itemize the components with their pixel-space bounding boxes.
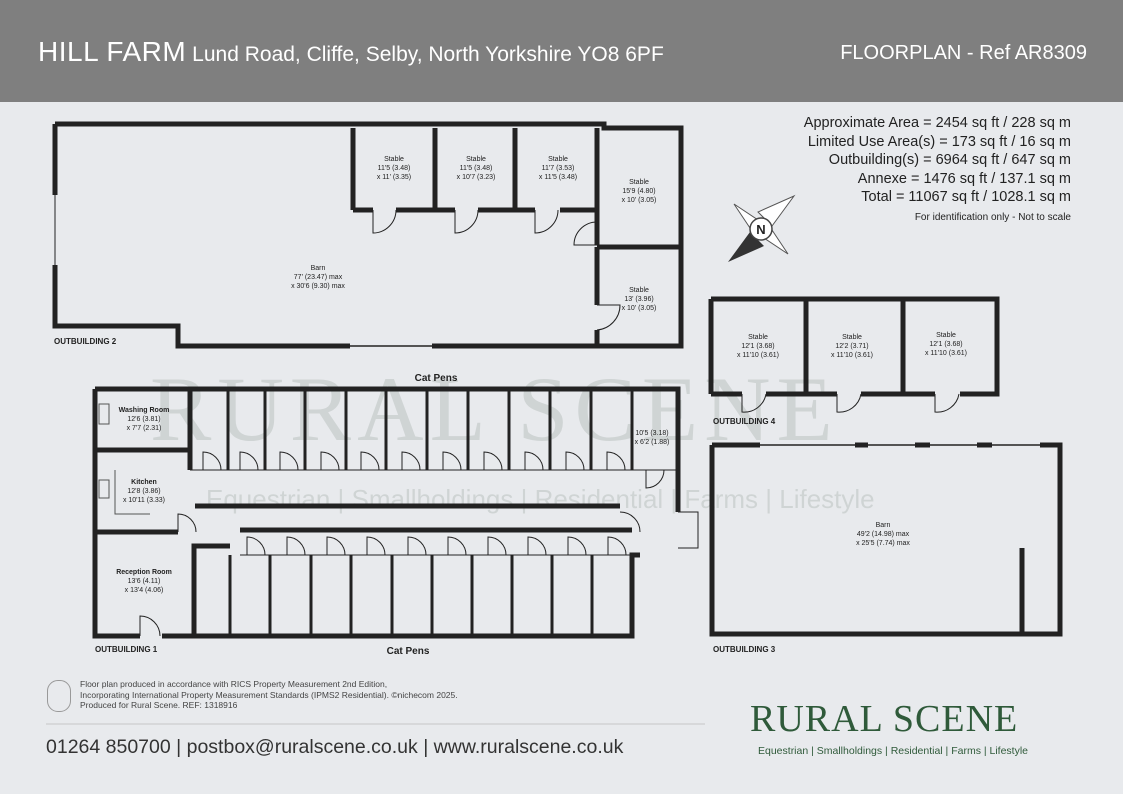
outbuilding-1-fixtures xyxy=(98,403,150,515)
ob4-stable-3-dim2: x 11'10 (3.61) xyxy=(925,350,967,357)
contact-details: 01264 850700 | postbox@ruralscene.co.uk … xyxy=(46,736,624,758)
cat-pens-top-label: Cat Pens xyxy=(415,373,458,384)
reception-room-dim2: x 13'4 (4.06) xyxy=(125,587,164,594)
ob4-stable-2-dim2: x 11'10 (3.61) xyxy=(831,352,873,359)
rics-note-line-1: Floor plan produced in accordance with R… xyxy=(80,679,388,689)
stable-2-dim2: x 10'7 (3.23) xyxy=(457,174,496,181)
total-area: Total = 11067 sq ft / 1028.1 sq m xyxy=(861,189,1071,205)
stable-5-name: Stable xyxy=(629,287,649,294)
oven-icon xyxy=(98,479,110,499)
outbuildings-area: Outbuilding(s) = 6964 sq ft / 647 sq m xyxy=(828,152,1071,168)
ob4-stable-2-dim1: 12'2 (3.71) xyxy=(835,343,868,350)
stable-1-dim2: x 11' (3.35) xyxy=(377,174,411,181)
stable-1-dim1: 11'5 (3.48) xyxy=(378,165,411,172)
small-room-dim2: x 6'2 (1.88) xyxy=(635,439,670,446)
stable-4-name: Stable xyxy=(629,179,649,186)
rics-note: Floor plan produced in accordance with R… xyxy=(80,679,500,711)
compass-icon: N xyxy=(728,194,796,262)
brand-tagline: Equestrian | Smallholdings | Residential… xyxy=(758,745,1029,757)
ob4-stable-1-dim1: 12'1 (3.68) xyxy=(741,343,774,350)
stable-3-dim1: 11'7 (3.53) xyxy=(542,165,575,172)
stable-2-name: Stable xyxy=(466,156,486,163)
small-room-dim1: 10'5 (3.18) xyxy=(635,430,668,437)
outbuilding-2 xyxy=(52,121,684,349)
outbuilding-3-label: OUTBUILDING 3 xyxy=(713,645,776,654)
stable-3-name: Stable xyxy=(548,156,568,163)
outbuilding-3 xyxy=(709,442,1063,637)
limited-use-area: Limited Use Area(s) = 173 sq ft / 16 sq … xyxy=(807,133,1071,150)
kitchen-name: Kitchen xyxy=(131,479,157,486)
area-summary: Approximate Area = 2454 sq ft / 228 sq m… xyxy=(804,114,1071,229)
rics-note-line-2: Incorporating International Property Mea… xyxy=(80,689,458,700)
outbuilding-3-labels: Barn 49'2 (14.98) max x 25'5 (7.74) max xyxy=(856,522,910,547)
kitchen-dim2: x 10'11 (3.33) xyxy=(123,497,165,504)
outbuilding-2-labels: Barn 77' (23.47) max x 30'6 (9.30) max S… xyxy=(291,156,656,312)
stable-5-dim2: x 10' (3.05) xyxy=(622,305,657,312)
outbuilding-4 xyxy=(708,296,1000,413)
sink-icon xyxy=(98,403,110,425)
stable-4-dim1: 15'9 (4.80) xyxy=(622,188,655,195)
ob4-stable-3-name: Stable xyxy=(936,332,956,339)
barn-3-dim2: x 25'5 (7.74) max xyxy=(856,540,910,547)
ob4-stable-1-dim2: x 11'10 (3.61) xyxy=(737,352,779,359)
stable-4-dim2: x 10' (3.05) xyxy=(622,197,657,204)
barn-2-dim1: 77' (23.47) max xyxy=(294,274,343,281)
barn-3-name: Barn xyxy=(876,522,891,529)
brand-logo: RURAL SCENE xyxy=(750,698,1019,740)
person-icon xyxy=(47,680,71,712)
cat-pens-bottom-label: Cat Pens xyxy=(387,646,430,657)
reception-room-name: Reception Room xyxy=(116,569,172,576)
approx-area: Approximate Area = 2454 sq ft / 228 sq m xyxy=(803,115,1071,131)
outbuilding-1-labels: Washing Room 12'6 (3.81) x 7'7 (2.31) Ki… xyxy=(116,407,669,594)
property-name: HILL FARM xyxy=(38,36,187,67)
barn-3-dim1: 49'2 (14.98) max xyxy=(857,531,910,538)
watermark-tagline: Equestrian | Smallholdings | Residential… xyxy=(206,484,875,514)
ob4-stable-2-name: Stable xyxy=(842,334,862,341)
rics-note-line-3: Produced for Rural Scene. REF: 1318916 xyxy=(80,700,238,710)
outbuilding-1 xyxy=(92,386,699,639)
annexe-area: Annexe = 1476 sq ft / 137.1 sq m xyxy=(857,170,1071,187)
reception-room-dim1: 13'6 (4.11) xyxy=(128,578,161,585)
washing-room-dim1: 12'6 (3.81) xyxy=(127,416,160,423)
stable-1-name: Stable xyxy=(384,156,404,163)
barn-2-dim2: x 30'6 (9.30) max xyxy=(291,283,345,290)
outbuilding-2-label: OUTBUILDING 2 xyxy=(54,337,117,346)
scale-note: For identification only - Not to scale xyxy=(914,211,1071,223)
property-address: Lund Road, Cliffe, Selby, North Yorkshir… xyxy=(192,43,664,66)
outbuilding-4-label: OUTBUILDING 4 xyxy=(713,417,776,426)
kitchen-dim1: 12'8 (3.86) xyxy=(127,488,160,495)
stable-3-dim2: x 11'5 (3.48) xyxy=(539,174,577,181)
ob4-stable-1-name: Stable xyxy=(748,334,768,341)
barn-2-name: Barn xyxy=(311,265,326,272)
washing-room-dim2: x 7'7 (2.31) xyxy=(127,425,162,432)
compass-north-label: N xyxy=(756,222,765,237)
ob4-stable-3-dim1: 12'1 (3.68) xyxy=(929,341,962,348)
washing-room-name: Washing Room xyxy=(119,407,170,414)
floorplan-ref: FLOORPLAN - Ref AR8309 xyxy=(840,42,1087,64)
outbuilding-4-labels: Stable 12'1 (3.68) x 11'10 (3.61) Stable… xyxy=(737,332,967,359)
watermark: RURAL SCENE Equestrian | Smallholdings |… xyxy=(150,358,875,514)
stable-5-dim1: 13' (3.96) xyxy=(624,296,653,303)
outbuilding-1-label: OUTBUILDING 1 xyxy=(95,645,158,654)
stable-2-dim1: 11'5 (3.48) xyxy=(460,165,493,172)
